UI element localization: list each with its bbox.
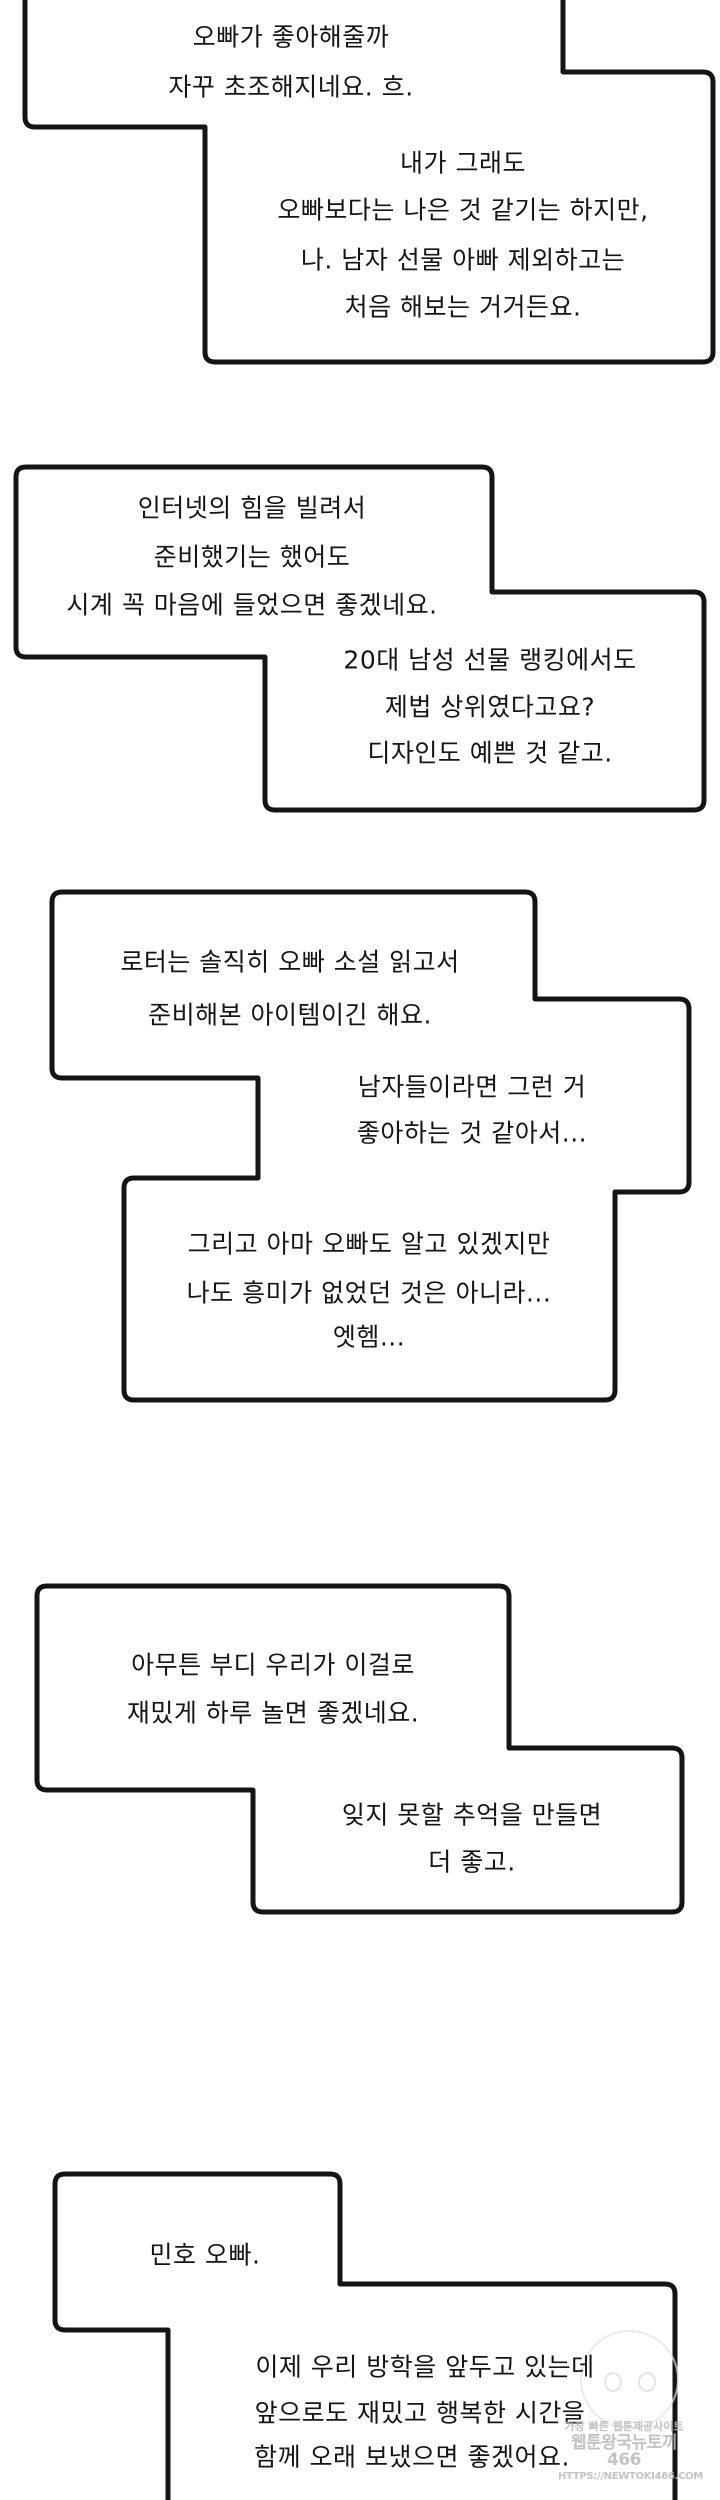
speech-bubble-2-outline xyxy=(13,464,707,813)
bubble-2-text-line: 시계 꼭 마음에 들었으면 좋겠네요. xyxy=(66,590,438,620)
bubble-2-text-line: 20대 남성 선물 랭킹에서도 xyxy=(343,645,637,675)
bubble-2-text-line: 준비했기는 했어도 xyxy=(153,542,351,572)
bubble-3-text-line: 엣헴... xyxy=(332,1322,406,1352)
bubble-4-text-line: 재밌게 하루 놀면 좋겠네요. xyxy=(126,1698,420,1728)
bubble-4-text-line: 아무튼 부디 우리가 이걸로 xyxy=(131,1650,415,1680)
watermark-url: HTTPS://NEWTOKI466.COM xyxy=(558,2471,703,2482)
speech-bubble-4-outline xyxy=(34,1583,685,1915)
bubble-1-text-line: 나. 남자 선물 아빠 제외하고는 xyxy=(300,245,626,275)
bubble-5-text-line: 함께 오래 보냈으면 좋겠어요. xyxy=(254,2442,570,2472)
bubble-5-text-line: 이제 우리 방학을 앞두고 있는데 xyxy=(255,2352,595,2382)
bubble-3-text-line: 나도 흥미가 없었던 것은 아니라... xyxy=(186,1278,552,1308)
bubble-1-text-line: 오빠보다는 나은 것 같기는 하지만, xyxy=(277,195,649,225)
speech-bubble-5-outline xyxy=(52,2171,678,2500)
bubble-1-text-line: 자꾸 초조해지네요. 흐. xyxy=(168,72,414,102)
bubble-2-text-line: 디자인도 예쁜 것 같고. xyxy=(367,738,613,768)
watermark-mascot-image xyxy=(580,2330,679,2429)
bubble-3-text-line: 그리고 아마 오빠도 알고 있겠지만 xyxy=(187,1229,551,1259)
speech-bubble-1-outline xyxy=(22,0,716,365)
bubble-1-text-line: 오빠가 좋아해줄까 xyxy=(192,22,390,52)
bubble-3-text-line: 준비해본 아이템이긴 해요. xyxy=(148,1000,432,1030)
watermark-tagline: 가장 빠른 웹툰제공사이트 xyxy=(564,2420,684,2433)
bubble-3-text-line: 남자들이라면 그런 거 xyxy=(357,1072,587,1102)
bubble-4-text-line: 잊지 못할 추억을 만들면 xyxy=(341,1800,603,1830)
bubble-5-text-line: 앞으로도 재밌고 행복한 시간을 xyxy=(254,2398,586,2428)
watermark-site-name: 웹툰왕국뉴토끼466 xyxy=(571,2433,677,2470)
bubble-1-text-line: 처음 해보는 거거든요. xyxy=(344,292,582,322)
bubble-3-text-line: 로터는 솔직히 오빠 소설 읽고서 xyxy=(120,947,460,977)
bubble-1-text-line: 내가 그래도 xyxy=(400,148,526,178)
bubble-3-text-line: 좋아하는 것 같아서... xyxy=(356,1118,588,1148)
site-watermark: 가장 빠른 웹툰제공사이트 웹툰왕국뉴토끼466 HTTPS://NEWTOKI… xyxy=(558,2420,703,2482)
bubble-2-text-line: 인터넷의 힘을 빌려서 xyxy=(137,493,367,523)
speech-bubble-3-outline xyxy=(49,889,692,1403)
bubble-2-text-line: 제법 상위였다고요? xyxy=(384,692,596,722)
bubble-5-text-line: 민호 오빠. xyxy=(149,2240,261,2270)
bubble-4-text-line: 더 좋고. xyxy=(428,1847,516,1877)
